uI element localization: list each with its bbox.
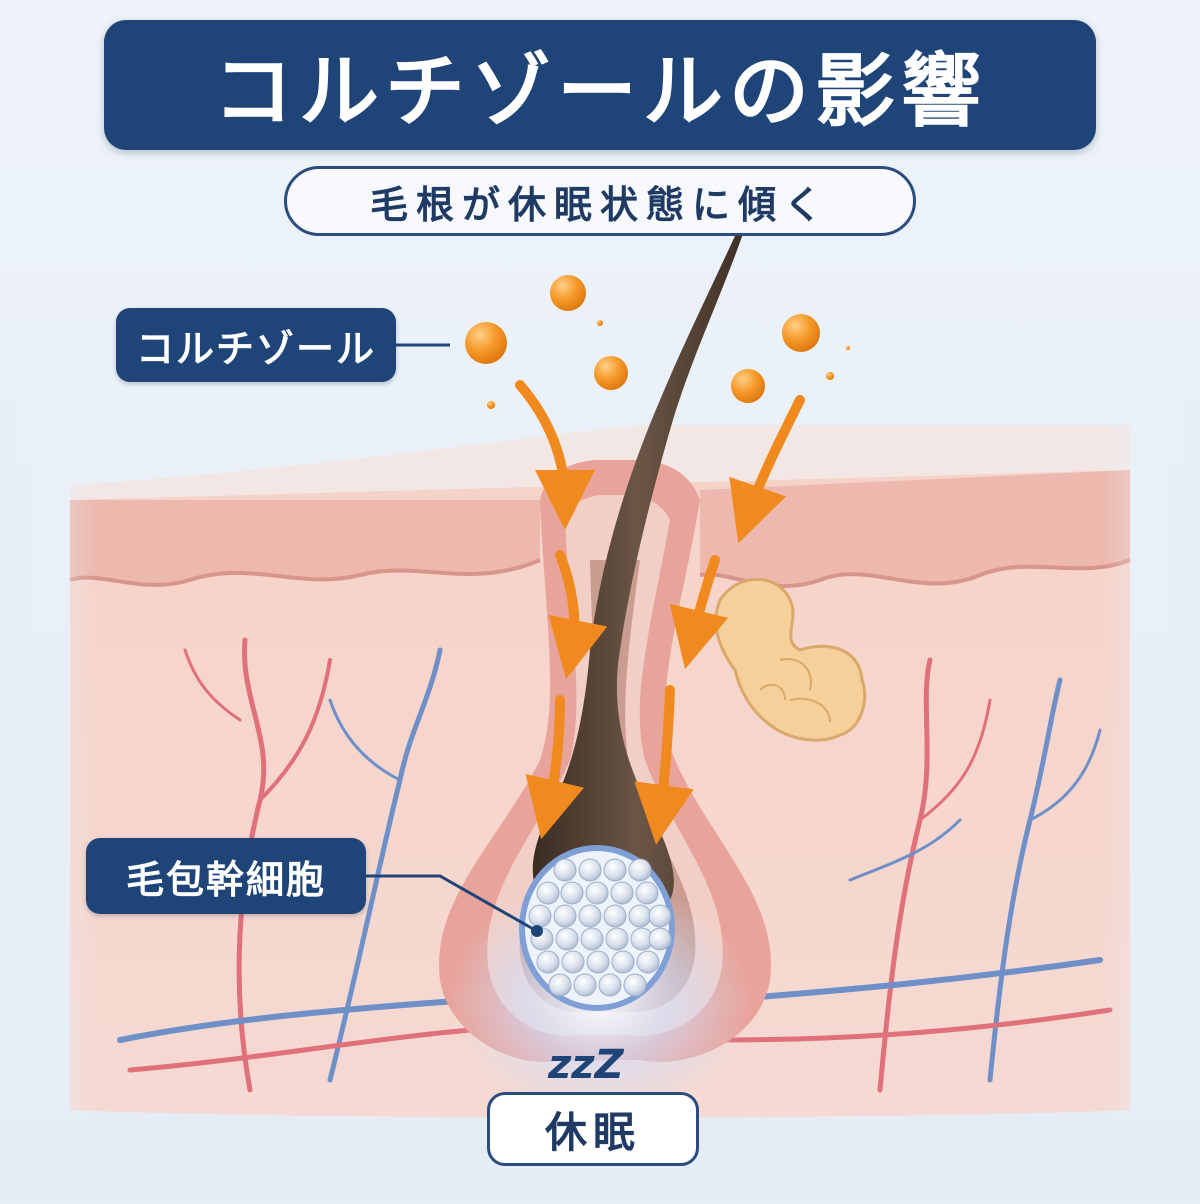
cortisol-droplet [782,314,820,352]
cortisol-droplet [826,372,834,380]
edge-fade [0,400,1200,1120]
cortisol-droplet [731,369,765,403]
stem-cell-leader-dot [531,925,543,937]
subtitle-pill: 毛根が休眠状態に傾く [284,166,916,236]
cortisol-droplet [597,320,603,326]
cortisol-droplet [846,346,850,350]
page-subtitle: 毛根が休眠状態に傾く [369,182,830,227]
cortisol-droplet [594,356,628,390]
sleep-symbol: zzZ [547,1042,625,1088]
stem-cell-leader-line [366,874,536,932]
cortisol-droplet [550,275,586,311]
cortisol-label: コルチゾール [116,308,396,382]
title-banner: コルチゾールの影響 [104,20,1096,150]
page-title: コルチゾールの影響 [213,45,987,138]
cortisol-droplet [465,322,507,364]
stem-cell-label: 毛包幹細胞 [86,838,366,914]
dormancy-label: 休眠 [487,1092,699,1166]
